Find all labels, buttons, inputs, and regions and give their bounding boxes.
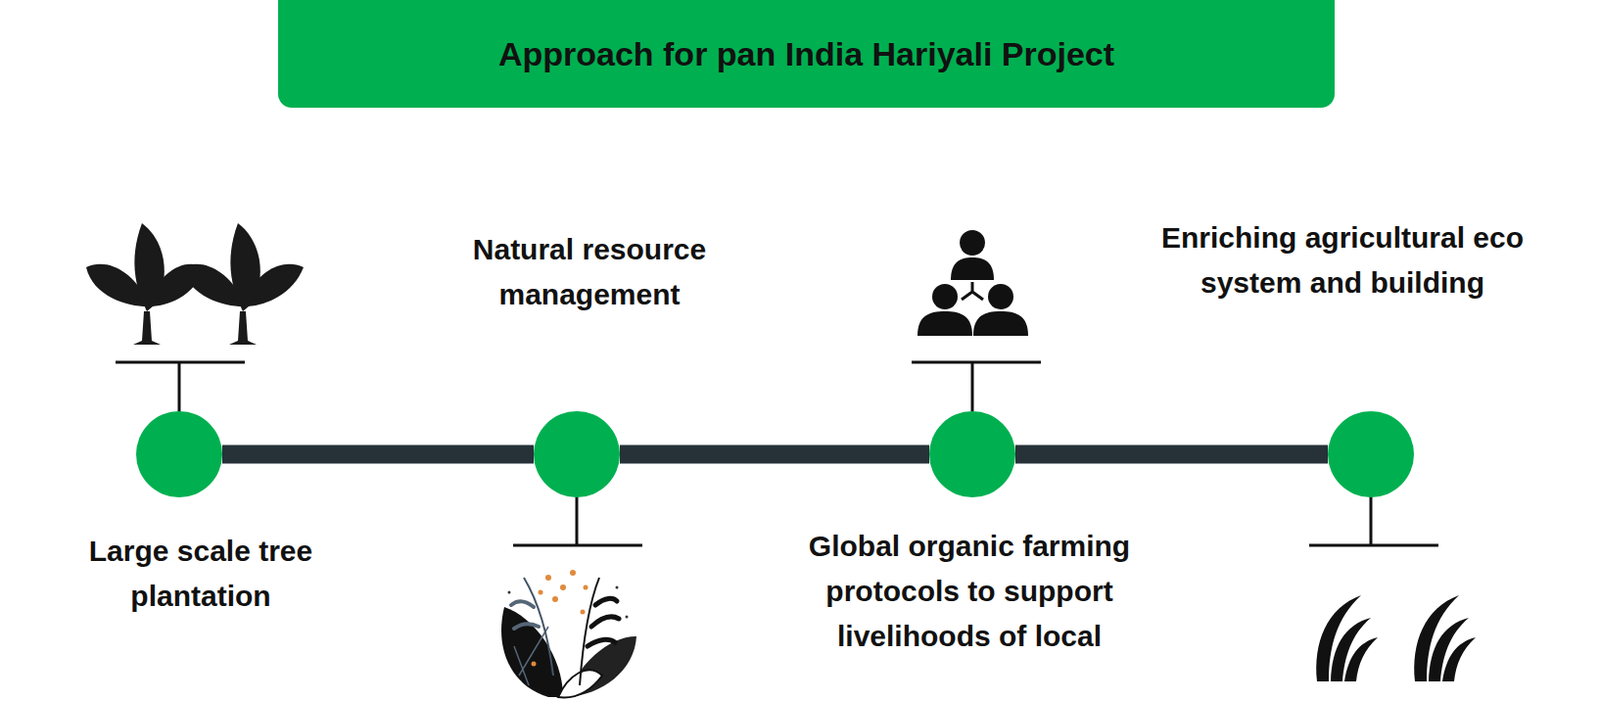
milestone-dot [1327, 411, 1414, 498]
timeline-bar [222, 445, 534, 465]
timeline-milestone: Natural resource management [533, 411, 620, 498]
leaves-icon [1316, 595, 1476, 682]
timeline-bar [1015, 445, 1328, 465]
tree-icon [86, 223, 304, 345]
milestone-dot [533, 411, 620, 498]
milestone-label: Large scale tree plantation [53, 528, 348, 619]
milestone-label: Natural resource management [432, 227, 747, 318]
milestone-circle [136, 411, 223, 498]
milestone-circle [929, 411, 1016, 498]
title-text: Approach for pan India Hariyali Project [498, 35, 1115, 74]
plant-icon [501, 569, 637, 698]
people-icon [917, 230, 1029, 336]
title-banner: Approach for pan India Hariyali Project [278, 0, 1335, 108]
milestone-label: Global organic farming protocols to supp… [773, 523, 1166, 659]
milestone-circle [533, 411, 620, 498]
milestone-dot [929, 411, 1016, 498]
timeline-bar [619, 445, 930, 465]
milestone-circle [1327, 411, 1414, 498]
timeline-milestone: Large scale tree plantation [136, 411, 223, 498]
leader-lines [115, 362, 1439, 546]
timeline-milestone: Enriching agricultural eco system and bu… [1327, 411, 1414, 498]
milestone-dot [136, 411, 223, 498]
milestone-label: Enriching agricultural eco system and bu… [1127, 215, 1558, 306]
timeline-milestone: Global organic farming protocols to supp… [929, 411, 1016, 498]
